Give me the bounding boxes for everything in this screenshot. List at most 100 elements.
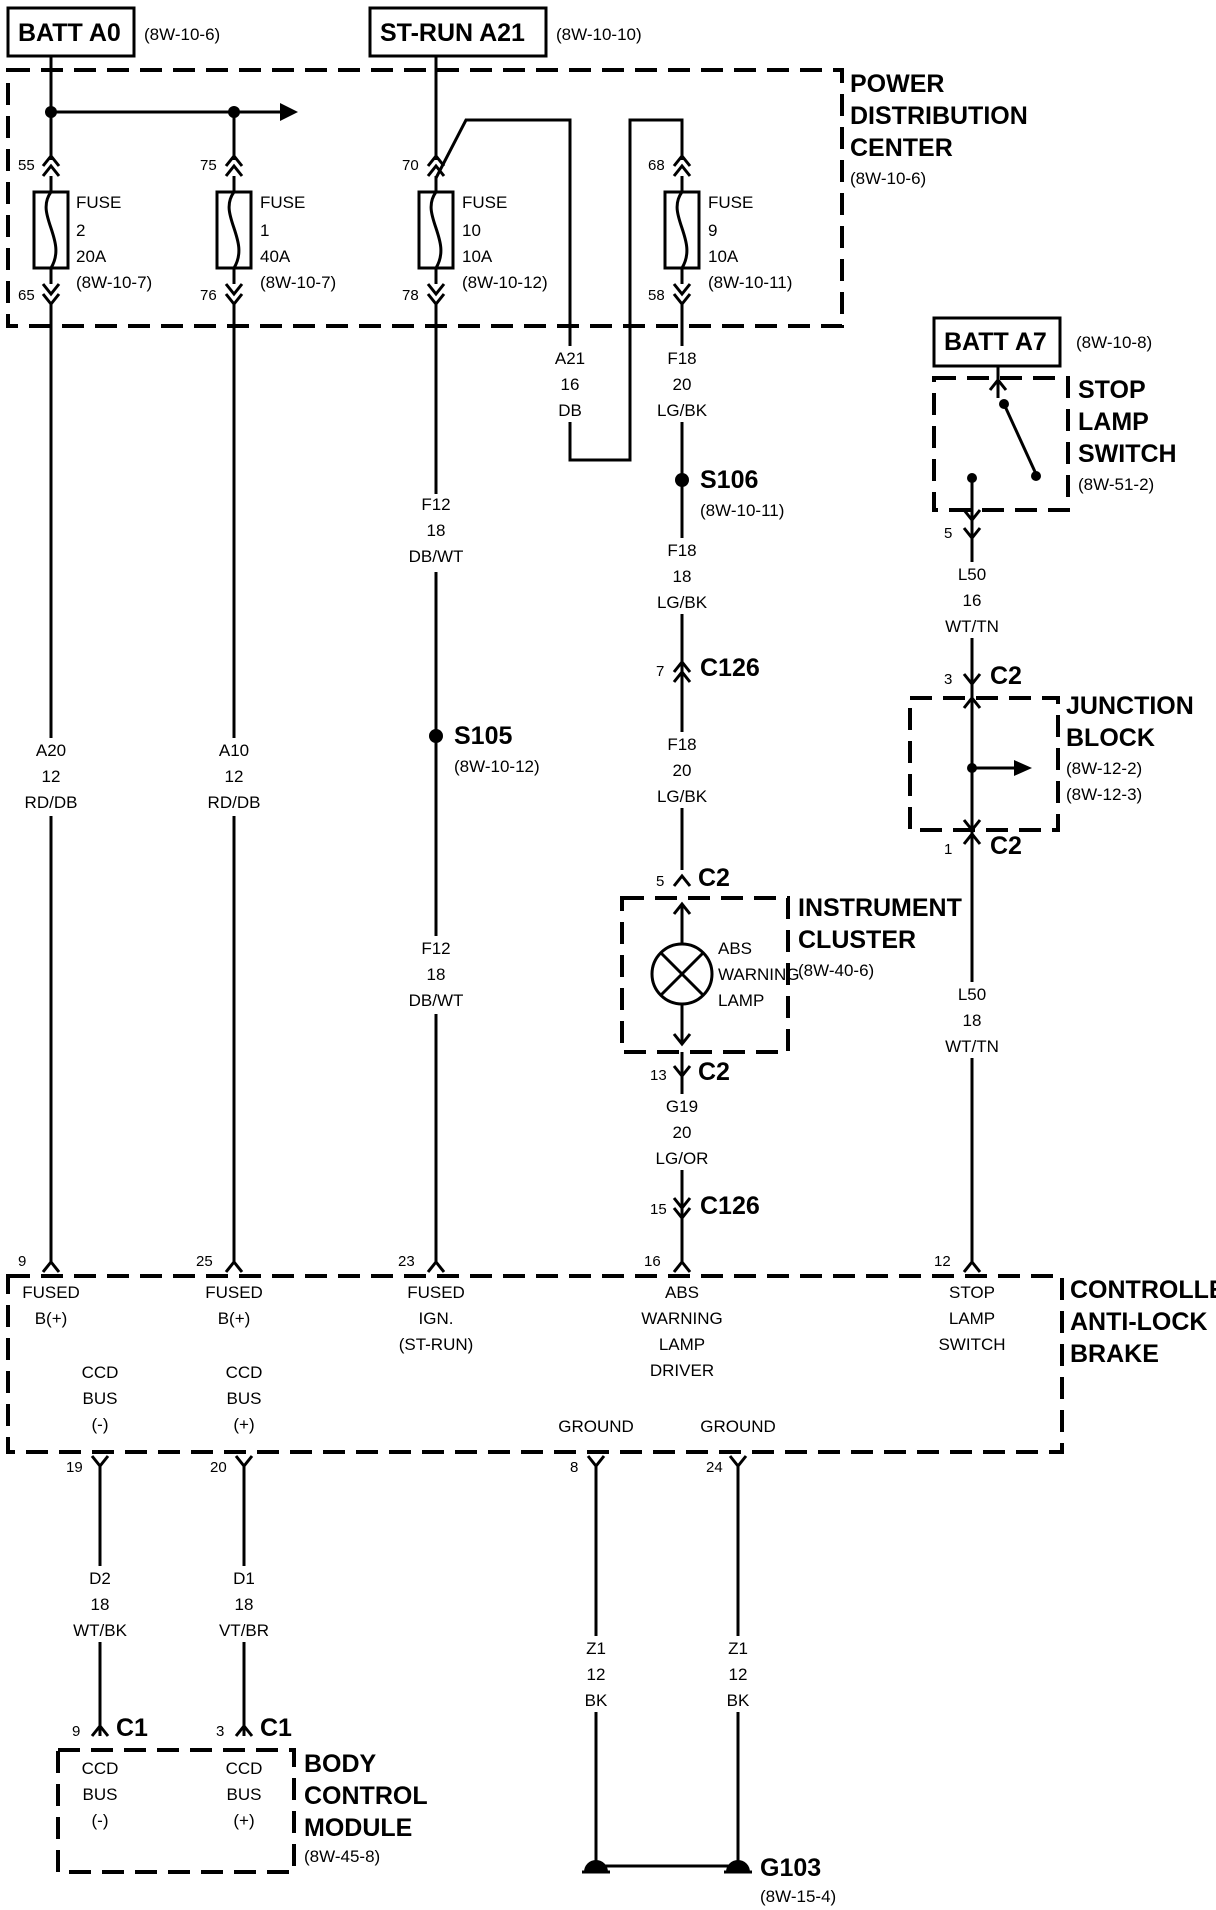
circuit-z1-a: 8 Z1 12 BK — [568, 1455, 624, 1862]
controller-pin-25-line-1: FUSED — [205, 1283, 263, 1302]
splice-s106-label: S106 — [700, 466, 758, 494]
cluster-name-1: INSTRUMENT — [798, 894, 962, 922]
junction-block-name-1: JUNCTION — [1066, 692, 1194, 720]
fuse-10-amps: 10A — [462, 247, 493, 266]
st-run-feed — [434, 56, 684, 462]
controller-bus-pos-line-2: BUS — [227, 1389, 262, 1408]
wire-f18-a-color: LG/BK — [657, 401, 708, 420]
fuse-1-number: 1 — [260, 221, 269, 240]
fuse-1-ref: (8W-10-7) — [260, 273, 336, 292]
controller-pin-24: 24 — [706, 1459, 723, 1476]
stop-lamp-switch: STOP LAMP SWITCH (8W-51-2) — [932, 366, 1177, 523]
wire-a10-circuit: A10 — [219, 741, 249, 760]
controller-pin-9-line-2: B(+) — [35, 1309, 68, 1328]
source-st-run-label: ST-RUN A21 — [380, 19, 525, 47]
controller-bus-pos-line-3: (+) — [233, 1415, 254, 1434]
wire-l50-b-gauge: 18 — [963, 1011, 982, 1030]
circuit-f18: F18 20 LG/BK S106 (8W-10-11) F18 18 LG/B… — [650, 304, 784, 892]
fuse-9-ref: (8W-10-11) — [708, 273, 792, 292]
pdc-name-2: DISTRIBUTION — [850, 102, 1028, 130]
wire-a21-circuit: A21 — [555, 349, 585, 368]
junction-block-ref-1: (8W-12-2) — [1066, 759, 1142, 778]
fuse-1-bottom-pin: 76 — [200, 287, 217, 304]
wire-f12-bottom-gauge: 18 — [427, 965, 446, 984]
controller-pin-16-line-1: ABS — [665, 1283, 699, 1302]
wire-l50-b-circuit: L50 — [958, 985, 986, 1004]
wire-l50-a-gauge: 16 — [963, 591, 982, 610]
fuse-1-amps: 40A — [260, 247, 291, 266]
wire-l50-a-circuit: L50 — [958, 565, 986, 584]
connector-c2-cluster-top-pin: 5 — [656, 873, 664, 890]
bcm-name-3: MODULE — [304, 1814, 412, 1842]
controller-name-2: ANTI-LOCK — [1070, 1308, 1207, 1336]
fuse-9-bottom-pin: 58 — [648, 287, 665, 304]
fuse-2-amps: 20A — [76, 247, 107, 266]
body-control-module: CCD BUS (-) CCD BUS (+) BODY CONTROL MOD… — [56, 1748, 428, 1874]
controller-pin-12: 12 STOP LAMP SWITCH — [934, 1253, 1006, 1354]
fuse-9-amps: 10A — [708, 247, 739, 266]
power-distribution-center: POWER DISTRIBUTION CENTER (8W-10-6) — [6, 68, 1028, 328]
wire-d2-circuit: D2 — [89, 1569, 111, 1588]
connector-c2-junction-top-pin: 3 — [944, 671, 952, 688]
connector-c2-cluster-bottom-pin: 13 — [650, 1067, 667, 1084]
fuse-1-top-pin: 75 — [200, 157, 217, 174]
controller-name-1: CONTROLLER — [1070, 1276, 1216, 1304]
controller-pin-9-line-1: FUSED — [22, 1283, 80, 1302]
controller-pin-16-line-3: LAMP — [659, 1335, 705, 1354]
stop-lamp-switch-name-1: STOP — [1078, 376, 1146, 404]
ground-1-icon — [584, 1860, 608, 1872]
connector-c1-b-name: C1 — [260, 1714, 292, 1742]
wire-l50-a-color: WT/TN — [945, 617, 999, 636]
wire-d2-gauge: 18 — [91, 1595, 110, 1614]
wire-d1-color: VT/BR — [219, 1621, 269, 1640]
wire-a10-gauge: 12 — [225, 767, 244, 786]
fuse-1-word: FUSE — [260, 193, 305, 212]
wire-a20-gauge: 12 — [42, 767, 61, 786]
controller-pin-12-number: 12 — [934, 1253, 951, 1270]
controller-pin-8: 8 — [570, 1459, 578, 1476]
fuse-10-ref: (8W-10-12) — [462, 273, 548, 292]
controller-bus-neg-line-2: BUS — [83, 1389, 118, 1408]
bcm-ref: (8W-45-8) — [304, 1847, 380, 1866]
controller-ground-2-label: GROUND — [700, 1417, 776, 1436]
connector-c126-top-name: C126 — [700, 654, 760, 682]
connector-c2-cluster-top-name: C2 — [698, 864, 730, 892]
cluster-name-2: CLUSTER — [798, 926, 916, 954]
fuse-1: 75 76 FUSE 1 40A (8W-10-7) — [200, 153, 336, 307]
connector-c2-junction-top-name: C2 — [990, 662, 1022, 690]
junction-block-ref-2: (8W-12-3) — [1066, 785, 1142, 804]
ground-g103: G103 (8W-15-4) — [582, 1854, 836, 1906]
controller-pin-23-line-1: FUSED — [407, 1283, 465, 1302]
circuit-g19: 13 C2 G19 20 LG/OR 15 C126 — [650, 1052, 760, 1262]
cluster-lamp-line-2: WARNING — [718, 965, 800, 984]
wire-f18-c-color: LG/BK — [657, 787, 708, 806]
bcm-bus-pos-line-1: CCD — [226, 1759, 263, 1778]
wire-g19-gauge: 20 — [673, 1123, 692, 1142]
controller-pin-23-number: 23 — [398, 1253, 415, 1270]
connector-c2-junction-bottom-pin: 1 — [944, 841, 952, 858]
controller-pin-20: 20 — [210, 1459, 227, 1476]
bcm-name-1: BODY — [304, 1750, 377, 1778]
fuse-10-bottom-pin: 78 — [402, 287, 419, 304]
wire-f12-top-gauge: 18 — [427, 521, 446, 540]
bcm-bus-neg-line-3: (-) — [92, 1811, 109, 1830]
controller-pin-16: 16 ABS WARNING LAMP DRIVER — [641, 1253, 723, 1380]
controller-ccd-bus-neg: CCD BUS (-) — [82, 1363, 119, 1434]
circuit-d1: 20 D1 18 VT/BR 3 C1 — [210, 1455, 292, 1742]
ground-ref: (8W-15-4) — [760, 1887, 836, 1906]
source-batt-a0: BATT A0 (8W-10-6) — [6, 6, 220, 58]
circuit-a21: A21 16 DB — [548, 346, 592, 422]
fuse-10-number: 10 — [462, 221, 481, 240]
pdc-name-1: POWER — [850, 70, 944, 98]
fuse-2-bottom-pin: 65 — [18, 287, 35, 304]
controller-pin-23-line-2: IGN. — [419, 1309, 454, 1328]
source-batt-a7-ref: (8W-10-8) — [1076, 333, 1152, 352]
ground-2-icon — [726, 1860, 750, 1872]
wire-f18-b-color: LG/BK — [657, 593, 708, 612]
splice-s106-ref: (8W-10-11) — [700, 501, 784, 520]
wire-a20-circuit: A20 — [36, 741, 66, 760]
fuse-10-top-pin: 70 — [402, 157, 419, 174]
controller-pin-16-line-2: WARNING — [641, 1309, 723, 1328]
stop-lamp-switch-ref: (8W-51-2) — [1078, 475, 1154, 494]
